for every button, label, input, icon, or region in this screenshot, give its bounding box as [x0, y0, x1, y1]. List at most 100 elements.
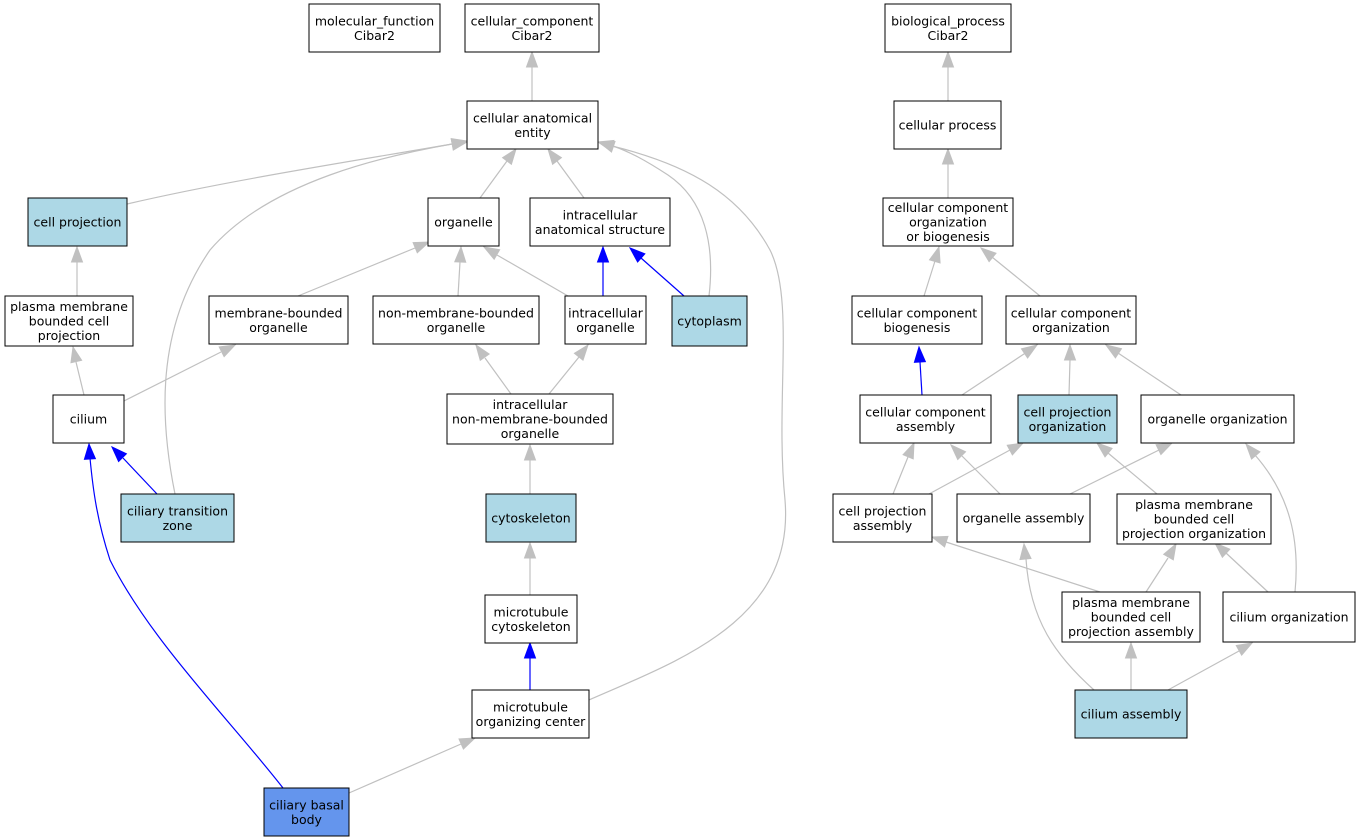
- node-box[interactable]: [4, 295, 134, 347]
- edge-arrowhead: [596, 139, 615, 152]
- node-box[interactable]: [1074, 689, 1188, 739]
- node-label-line: zone: [163, 518, 193, 533]
- go-term-node-cproc[interactable]: cellular process: [893, 100, 1002, 150]
- edge-cca-to-cco: [961, 344, 1039, 396]
- node-box[interactable]: [859, 394, 992, 444]
- node-label-line: microtubule: [493, 699, 568, 714]
- edge-arrowhead: [628, 247, 646, 263]
- node-box[interactable]: [884, 3, 1012, 53]
- edge-line: [640, 257, 685, 297]
- edge-arrowhead: [1235, 642, 1254, 657]
- go-term-node-cysk[interactable]: cytoskeleton: [485, 493, 577, 543]
- node-box[interactable]: [484, 594, 578, 644]
- go-term-node-cilo[interactable]: cilium organization: [1222, 591, 1356, 643]
- edge-arrowhead: [70, 345, 83, 364]
- edge-cil-to-mbo: [123, 344, 237, 402]
- edge-mtoc-to-mtc: [523, 641, 537, 690]
- node-box[interactable]: [427, 197, 500, 247]
- go-term-node-oa[interactable]: organelle assembly: [956, 493, 1091, 543]
- node-box[interactable]: [446, 393, 614, 445]
- go-term-node-oo[interactable]: organelle organization: [1140, 394, 1295, 444]
- node-label-line: plasma membrane: [1072, 595, 1190, 610]
- node-box[interactable]: [52, 394, 125, 444]
- go-term-node-cproj[interactable]: cell projection: [27, 197, 128, 247]
- node-box[interactable]: [308, 3, 441, 53]
- edge-org-to-cae: [479, 147, 517, 199]
- node-label-line: cytoskeleton: [491, 511, 570, 526]
- node-label-line: body: [291, 812, 323, 827]
- edge-arrowhead: [523, 541, 537, 559]
- node-box[interactable]: [832, 493, 933, 543]
- node-box[interactable]: [882, 197, 1014, 247]
- go-term-node-cila[interactable]: cilium assembly: [1074, 689, 1188, 739]
- node-box[interactable]: [1116, 493, 1272, 545]
- node-box[interactable]: [1222, 591, 1356, 643]
- node-box[interactable]: [471, 689, 590, 739]
- node-box[interactable]: [263, 787, 350, 837]
- edge-io-to-org: [482, 246, 569, 297]
- node-box[interactable]: [372, 295, 540, 345]
- node-box[interactable]: [208, 295, 349, 345]
- node-label-line: organization: [1032, 320, 1110, 335]
- node-box[interactable]: [529, 197, 671, 247]
- node-box[interactable]: [893, 100, 1002, 150]
- node-box[interactable]: [956, 493, 1091, 543]
- node-box[interactable]: [1005, 295, 1137, 345]
- edge-arrowhead: [1095, 442, 1113, 458]
- edge-line: [1068, 359, 1071, 396]
- edge-arrowhead: [458, 737, 477, 750]
- edge-arrowhead: [979, 247, 997, 263]
- node-label-line: cytoplasm: [677, 314, 742, 329]
- node-box[interactable]: [671, 295, 748, 347]
- edge-arrowhead: [523, 443, 537, 461]
- node-box[interactable]: [466, 100, 599, 150]
- edge-cila-to-oa: [1019, 542, 1095, 691]
- go-term-node-cil[interactable]: cilium: [52, 394, 125, 444]
- node-box[interactable]: [564, 295, 647, 345]
- node-box[interactable]: [27, 197, 128, 247]
- node-box[interactable]: [1017, 394, 1118, 444]
- node-label-line: biogenesis: [884, 320, 951, 335]
- node-box[interactable]: [851, 295, 983, 345]
- edge-mtoc-to-cae: [588, 139, 787, 701]
- edge-arrowhead: [501, 147, 517, 166]
- node-box[interactable]: [1061, 591, 1201, 643]
- node-label-line: cellular component: [888, 200, 1008, 215]
- node-box[interactable]: [485, 493, 577, 543]
- node-box[interactable]: [1140, 394, 1295, 444]
- edge-arrowhead: [70, 245, 84, 263]
- node-label-line: intracellular: [563, 207, 639, 222]
- go-term-node-cyto[interactable]: cytoplasm: [671, 295, 748, 347]
- node-box[interactable]: [464, 3, 600, 53]
- node-box[interactable]: [120, 493, 235, 543]
- go-term-node-org[interactable]: organelle: [427, 197, 500, 247]
- edge-arrowhead: [930, 535, 949, 548]
- edge-arrowhead: [573, 343, 589, 361]
- edge-arrowhead: [1063, 343, 1077, 361]
- edge-cproj-to-cae: [126, 138, 469, 205]
- go-term-node-inmbo[interactable]: intracellularnon-membrane-boundedorganel…: [446, 393, 614, 445]
- edge-line: [1225, 552, 1269, 593]
- node-label-line: cell projection: [839, 503, 927, 518]
